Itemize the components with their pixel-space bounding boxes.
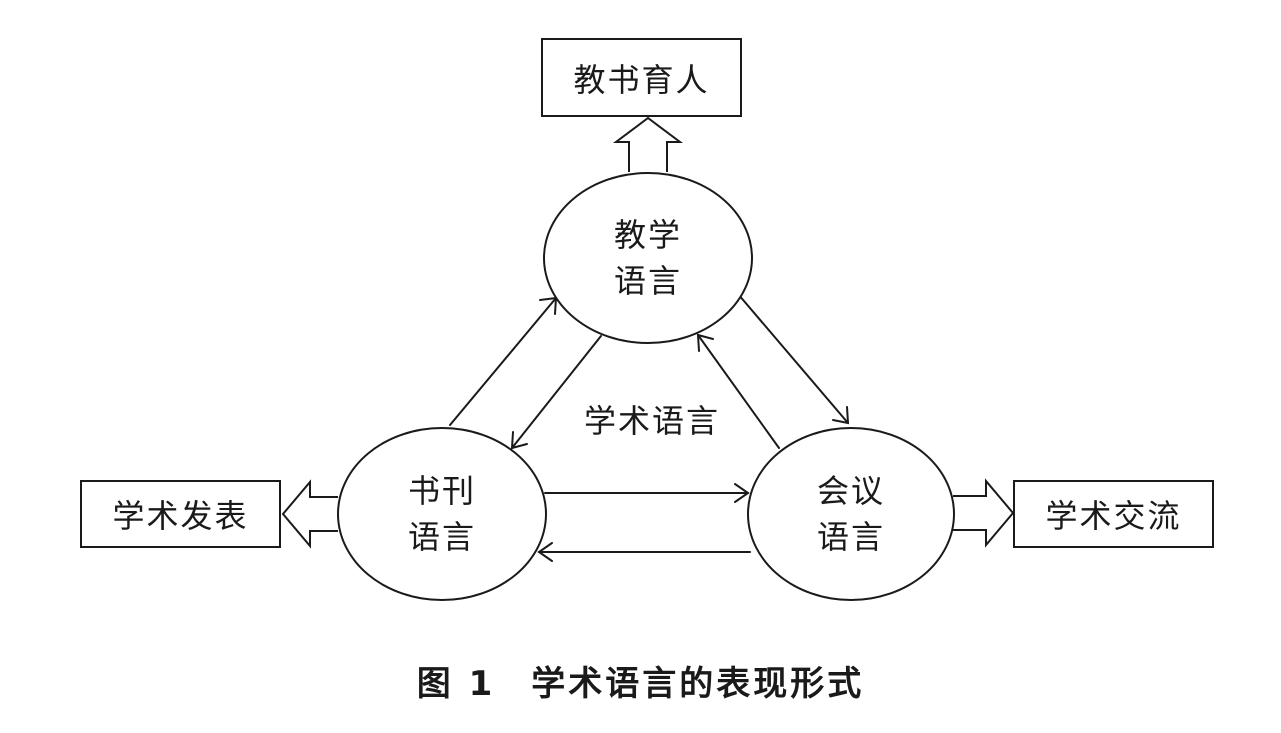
arrow-teaching-to-conference [737,293,849,424]
teaching-language-node: 教学 语言 [543,172,753,344]
teaching-node-line1: 教学 [613,216,682,254]
figure-caption: 图 1 学术语言的表现形式 [0,656,1281,705]
book-node-line2: 语言 [407,518,476,556]
arrow-book-to-teaching [449,297,557,426]
center-academic-language-label: 学术语言 [584,402,721,440]
figure-number: 图 1 [416,664,496,704]
arrow-conference-to-book-head [537,542,553,562]
conference-node-line1: 会议 [816,472,885,510]
conference-language-node: 会议 语言 [747,427,955,601]
hollow-arrow-right [953,478,1015,548]
arrow-teaching-to-book [511,335,602,449]
arrow-book-to-conference-head [734,483,750,503]
arrow-teaching-to-conference-head [832,406,850,425]
left-box-academic-publishing: 学术发表 [80,480,281,548]
right-box-academic-exchange: 学术交流 [1013,480,1214,548]
book-language-node: 书刊 语言 [337,427,547,601]
top-box-teaching-nurturing: 教书育人 [541,38,742,117]
hollow-arrow-left [281,479,338,549]
hollow-arrow-up [613,116,683,172]
arrow-conference-to-teaching-head [696,333,714,352]
left-box-label: 学术发表 [112,497,249,535]
top-box-label: 教书育人 [573,60,710,99]
right-box-label: 学术交流 [1045,497,1182,535]
arrow-conference-to-teaching [697,334,780,449]
book-node-line1: 书刊 [407,472,476,510]
arrow-teaching-to-book-head [510,431,528,450]
conference-node-line2: 语言 [816,518,885,556]
teaching-node-line2: 语言 [613,262,682,300]
figure-title: 学术语言的表现形式 [531,664,865,704]
